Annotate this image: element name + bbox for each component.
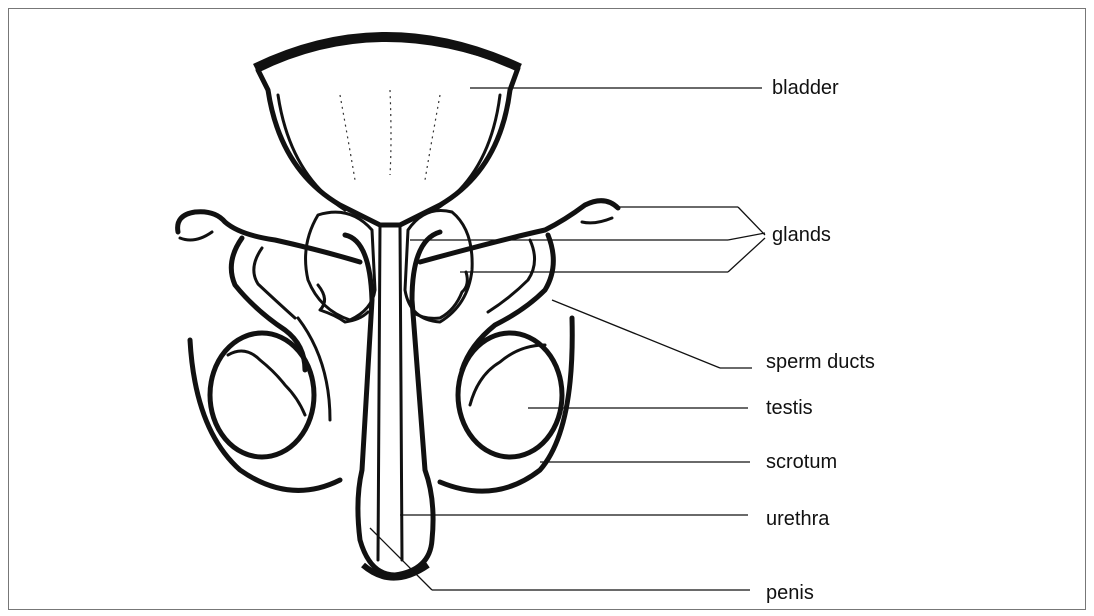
scrotum-shape (190, 318, 572, 491)
label-bladder: bladder (772, 78, 839, 98)
left-duct-shape (178, 212, 360, 370)
penis-shape (345, 225, 440, 578)
label-scrotum: scrotum (766, 452, 837, 472)
label-testis: testis (766, 398, 813, 418)
left-testis-shape (210, 333, 314, 457)
right-duct-shape (420, 201, 618, 370)
label-penis: penis (766, 583, 814, 603)
right-testis-shape (458, 333, 562, 457)
bladder-shape (255, 37, 520, 226)
label-urethra: urethra (766, 509, 829, 529)
leader-lines (370, 88, 765, 590)
label-glands: glands (772, 225, 831, 245)
label-sperm-ducts: sperm ducts (766, 352, 875, 372)
